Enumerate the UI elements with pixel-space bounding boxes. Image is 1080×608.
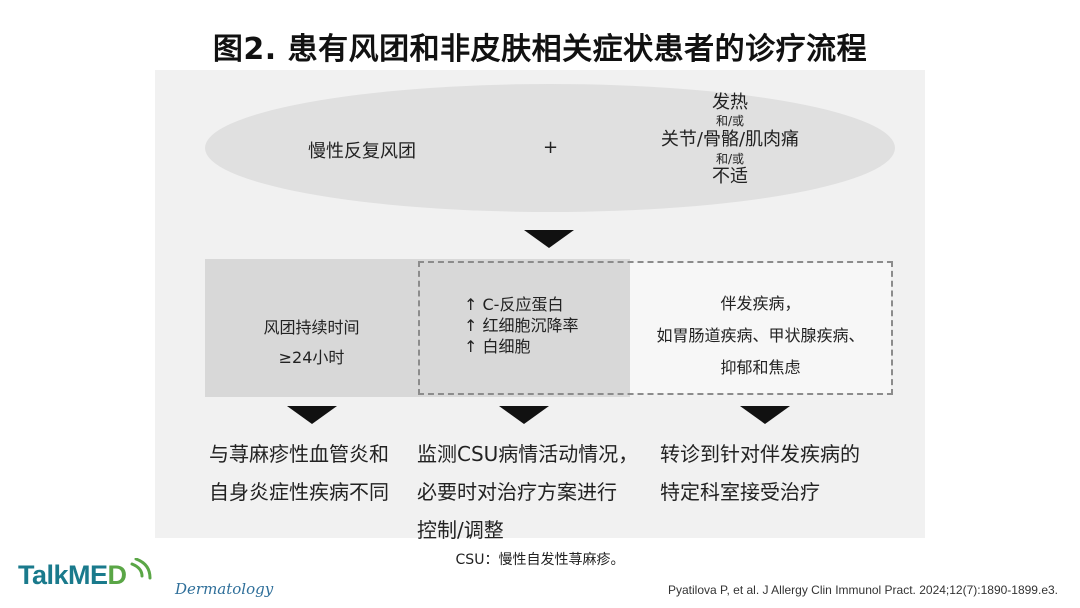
duration-text: 风团持续时间 ≥24小时: [205, 313, 418, 373]
outcome-middle-line-3: 控制/调整: [417, 518, 504, 542]
wifi-waves-icon: [130, 558, 152, 580]
comorbidities-line-3: 抑郁和焦虑: [720, 358, 801, 377]
department-label: Dermatology: [175, 580, 274, 598]
lab-markers-box: [418, 259, 630, 397]
talkmed-logo: TalkMED: [18, 560, 127, 591]
footnote: CSU：慢性自发性荨麻疹。: [455, 552, 625, 568]
logo-text-main: TalkME: [18, 560, 108, 590]
duration-line-1: 风团持续时间: [263, 318, 360, 337]
and-or-label: 和/或: [715, 114, 745, 128]
duration-line-2: ≥24小时: [278, 348, 345, 367]
outcome-middle-line-2: 必要时对治疗方案进行: [417, 480, 617, 504]
outcome-middle-line-1: 监测CSU病情活动情况，: [417, 442, 639, 466]
lab-markers-text: ↑ C-反应蛋白 ↑ 红细胞沉降率 ↑ 白细胞: [464, 294, 579, 357]
outcome-monitoring: 监测CSU病情活动情况， 必要时对治疗方案进行 控制/调整: [417, 435, 638, 549]
citation: Pyatilova P, et al. J Allergy Clin Immun…: [668, 583, 1058, 597]
chronic-wheals-label: 慢性反复风团: [308, 141, 416, 162]
logo-text-accent: D: [107, 560, 128, 590]
outcome-left-line-1: 与荨麻疹性血管炎和: [209, 442, 389, 466]
symptom-ellipse: [205, 84, 895, 212]
crp-line: ↑ C-反应蛋白: [464, 295, 564, 314]
down-arrow-icon: [524, 230, 574, 248]
down-arrow-icon: [287, 406, 337, 424]
outcome-differential: 与荨麻疹性血管炎和 自身炎症性疾病不同: [209, 435, 389, 511]
duration-box: [205, 259, 418, 397]
down-arrow-icon: [740, 406, 790, 424]
comorbidities-box: [630, 263, 891, 393]
and-or-label: 和/或: [715, 152, 745, 166]
outcome-right-line-2: 特定科室接受治疗: [660, 480, 820, 504]
fever-label: 发热: [712, 92, 748, 113]
outcome-left-line-2: 自身炎症性疾病不同: [209, 480, 389, 504]
comorbidities-text: 伴发疾病， 如胃肠道疾病、甲状腺疾病、 抑郁和焦虑: [630, 288, 891, 384]
page-title: 图2. 患有风团和非皮肤相关症状患者的诊疗流程: [212, 32, 868, 67]
systemic-symptoms: 发热 和/或 关节/骨骼/肌肉痛 和/或 不适: [630, 92, 830, 188]
dashed-group-border: [418, 261, 893, 395]
down-arrow-icon: [499, 406, 549, 424]
comorbidities-line-2: 如胃肠道疾病、甲状腺疾病、: [656, 326, 865, 345]
outcome-right-line-1: 转诊到针对伴发疾病的: [660, 442, 860, 466]
plus-sign: +: [543, 137, 559, 158]
wbc-line: ↑ 白细胞: [464, 337, 531, 356]
esr-line: ↑ 红细胞沉降率: [464, 316, 579, 335]
comorbidities-line-1: 伴发疾病，: [720, 294, 801, 313]
outcome-referral: 转诊到针对伴发疾病的 特定科室接受治疗: [660, 435, 860, 511]
malaise-label: 不适: [712, 166, 748, 187]
joint-bone-muscle-pain-label: 关节/骨骼/肌肉痛: [660, 129, 800, 150]
